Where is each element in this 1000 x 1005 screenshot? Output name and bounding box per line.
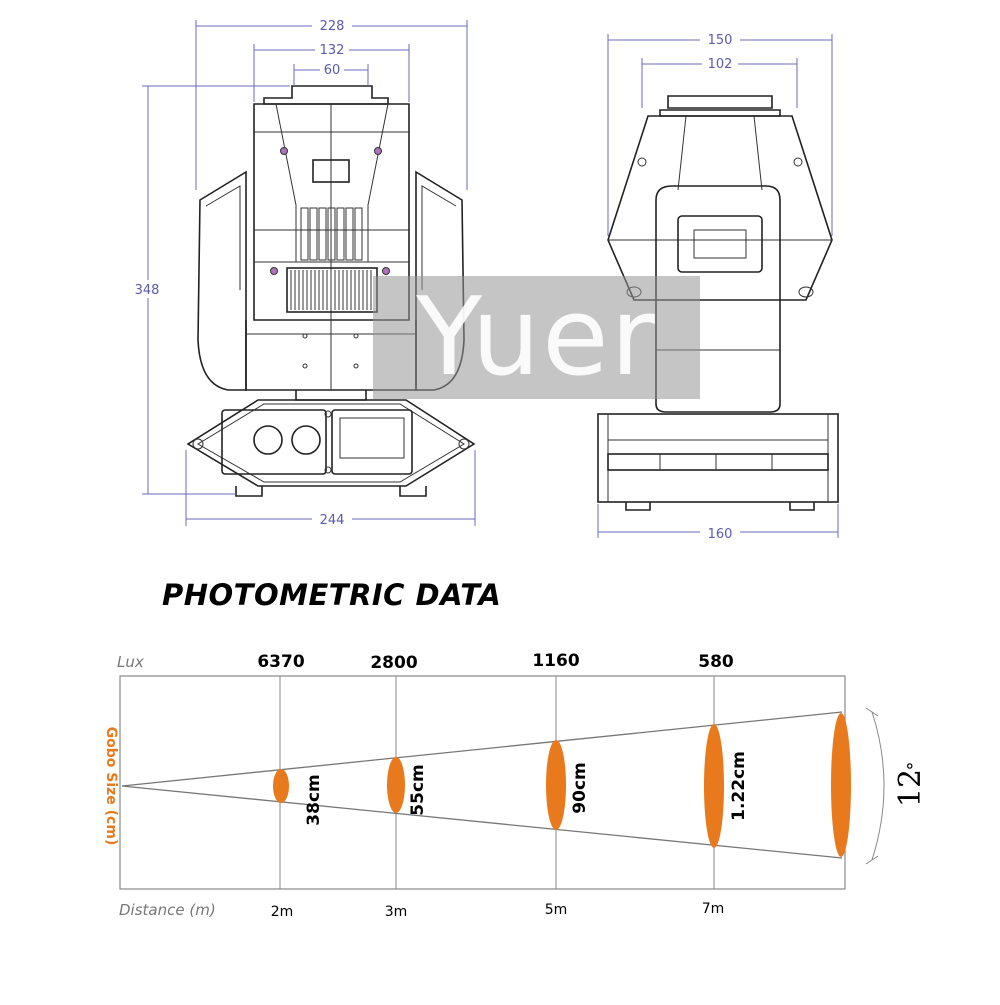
lux-value-2m: 6370 (257, 652, 304, 672)
beam-upper-edge (121, 711, 843, 787)
distance-tick-7m: 7m (702, 901, 725, 917)
distance-tick-2m: 2m (271, 904, 294, 920)
front-view-dimensions (142, 20, 476, 526)
beam-angle-value: 12 (893, 769, 928, 807)
watermark: Yuer (373, 276, 700, 399)
lux-value-3m: 2800 (370, 653, 417, 673)
lux-axis-label: Lux (117, 653, 144, 671)
dim-side-width-inner: 102 (708, 57, 733, 72)
beam-angle-unit: ° (904, 762, 925, 771)
beam-spot-5m (546, 740, 566, 830)
gobo-axis-label: Gobo Size (cm) (103, 727, 119, 846)
distance-tick-5m: 5m (545, 902, 568, 918)
watermark-text: Yuer (416, 275, 657, 400)
gobo-size-5m: 90cm (570, 762, 590, 813)
front-view-drawing (186, 85, 476, 497)
dim-front-width-top: 60 (324, 63, 341, 78)
distance-tick-3m: 3m (385, 904, 408, 920)
gobo-size-7m: 1.22cm (729, 751, 749, 821)
dim-side-width-top: 150 (708, 33, 733, 48)
dim-front-height: 348 (135, 283, 160, 298)
beam-spot-3m (387, 757, 405, 813)
distance-axis-label: Distance (m) (119, 901, 216, 919)
photometric-chart (119, 675, 885, 890)
dim-front-width-total: 228 (320, 19, 345, 34)
beam-spot-far (831, 713, 851, 857)
beam-spot-7m (704, 724, 724, 848)
beam-lower-edge (121, 785, 843, 859)
lux-value-7m: 580 (698, 652, 734, 672)
gobo-size-3m: 55cm (408, 764, 428, 815)
beam-spot-2m (273, 769, 289, 803)
dim-front-width-base: 244 (320, 513, 345, 528)
dim-side-width-base: 160 (708, 527, 733, 542)
dim-front-width-head: 132 (320, 43, 345, 58)
lux-value-5m: 1160 (532, 651, 579, 671)
side-view-drawing (597, 95, 839, 511)
photometric-title: PHOTOMETRIC DATA (162, 578, 502, 612)
angle-arc-arrows (865, 707, 879, 865)
gobo-size-2m: 38cm (304, 774, 324, 825)
chart-frame (119, 675, 846, 890)
angle-arc (871, 711, 885, 861)
